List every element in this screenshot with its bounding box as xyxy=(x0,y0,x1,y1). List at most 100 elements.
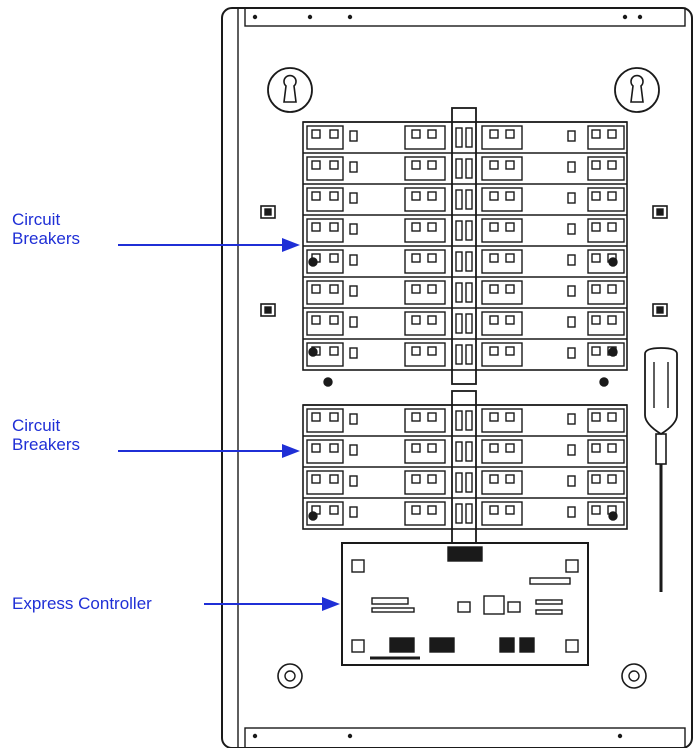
bus-stab xyxy=(455,344,463,365)
breaker-handle xyxy=(306,218,344,243)
breaker-handle xyxy=(306,125,344,150)
bus-stab xyxy=(465,127,473,148)
breaker-body xyxy=(404,501,446,526)
enclosure-outer xyxy=(221,7,693,749)
breaker-terminal xyxy=(489,160,499,170)
controller-port xyxy=(429,637,455,653)
breaker-terminal xyxy=(505,222,515,232)
side-tab-inner xyxy=(656,208,664,216)
breaker-terminal xyxy=(311,284,321,294)
breaker-body xyxy=(481,311,523,336)
bus-stab xyxy=(455,441,463,462)
breaker-terminal xyxy=(329,505,339,515)
breaker-terminal xyxy=(311,412,321,422)
controller-marking xyxy=(535,609,563,615)
bus-stab xyxy=(465,503,473,524)
bus-stab xyxy=(465,472,473,493)
breaker-switch xyxy=(567,130,576,142)
breaker-handle xyxy=(306,470,344,495)
controller-port xyxy=(519,637,535,653)
breaker-terminal xyxy=(489,315,499,325)
breaker-terminal xyxy=(505,253,515,263)
breaker-terminal xyxy=(411,474,421,484)
breaker-switch xyxy=(349,316,358,328)
breaker-body xyxy=(481,470,523,495)
breaker-terminal xyxy=(489,474,499,484)
circuit-breakers-label-bottom: Circuit Breakers xyxy=(12,416,80,454)
breaker-terminal xyxy=(329,253,339,263)
breaker-terminal xyxy=(607,129,617,139)
panel-screw xyxy=(323,377,333,387)
breaker-terminal xyxy=(427,505,437,515)
breaker-terminal xyxy=(311,129,321,139)
controller-port xyxy=(499,637,515,653)
mounting-hole-inner xyxy=(284,670,296,682)
breaker-switch xyxy=(349,413,358,425)
breaker-terminal xyxy=(489,284,499,294)
breaker-terminal xyxy=(505,191,515,201)
breaker-body xyxy=(481,187,523,212)
panel-screw xyxy=(308,347,318,357)
breaker-terminal xyxy=(411,129,421,139)
breaker-terminal xyxy=(411,315,421,325)
side-tab-inner xyxy=(264,208,272,216)
breaker-body xyxy=(481,218,523,243)
bus-stab xyxy=(465,282,473,303)
bus-stab xyxy=(465,251,473,272)
keyhole-slot xyxy=(283,74,297,103)
breaker-terminal xyxy=(411,191,421,201)
breaker-body xyxy=(481,280,523,305)
breaker-terminal xyxy=(489,191,499,201)
controller-marking xyxy=(535,599,563,605)
breaker-terminal xyxy=(607,315,617,325)
breaker-terminal xyxy=(411,443,421,453)
breaker-body xyxy=(404,280,446,305)
bus-stab xyxy=(465,189,473,210)
breaker-switch xyxy=(567,285,576,297)
breaker-terminal xyxy=(607,160,617,170)
breaker-terminal xyxy=(489,129,499,139)
breaker-handle xyxy=(306,311,344,336)
breaker-terminal xyxy=(591,253,601,263)
breaker-terminal xyxy=(505,129,515,139)
breaker-body xyxy=(481,501,523,526)
bus-stab xyxy=(465,344,473,365)
breaker-terminal xyxy=(411,253,421,263)
breaker-switch xyxy=(567,506,576,518)
breaker-terminal xyxy=(329,222,339,232)
breaker-terminal xyxy=(591,284,601,294)
bus-stab xyxy=(455,189,463,210)
breaker-terminal xyxy=(411,412,421,422)
circuit-breakers-label-bottom-line2: Breakers xyxy=(12,435,81,454)
flange-screw xyxy=(307,14,313,20)
circuit-breakers-label-top-line1: Circuit xyxy=(12,210,61,229)
breaker-switch xyxy=(567,161,576,173)
panel-screw xyxy=(308,511,318,521)
breaker-body xyxy=(404,342,446,367)
breaker-handle xyxy=(587,501,625,526)
breaker-terminal xyxy=(427,191,437,201)
controller-mount xyxy=(351,639,365,653)
breaker-terminal xyxy=(591,346,601,356)
bus-stab xyxy=(455,313,463,334)
bus-stab xyxy=(455,410,463,431)
breaker-handle xyxy=(306,342,344,367)
flange-screw xyxy=(347,14,353,20)
breaker-terminal xyxy=(427,474,437,484)
keyhole-icon xyxy=(267,67,313,113)
breaker-terminal xyxy=(427,129,437,139)
breaker-switch xyxy=(349,347,358,359)
breaker-handle xyxy=(587,218,625,243)
breaker-terminal xyxy=(591,474,601,484)
keyhole-icon xyxy=(614,67,660,113)
breaker-body xyxy=(404,187,446,212)
breaker-body xyxy=(481,156,523,181)
bus-stab xyxy=(455,127,463,148)
screwdriver-icon xyxy=(644,347,678,436)
breaker-terminal xyxy=(329,474,339,484)
bus-stab xyxy=(455,158,463,179)
panel-screw xyxy=(608,257,618,267)
breaker-body xyxy=(404,156,446,181)
flange-screw xyxy=(617,733,623,739)
flange-screw xyxy=(252,14,258,20)
